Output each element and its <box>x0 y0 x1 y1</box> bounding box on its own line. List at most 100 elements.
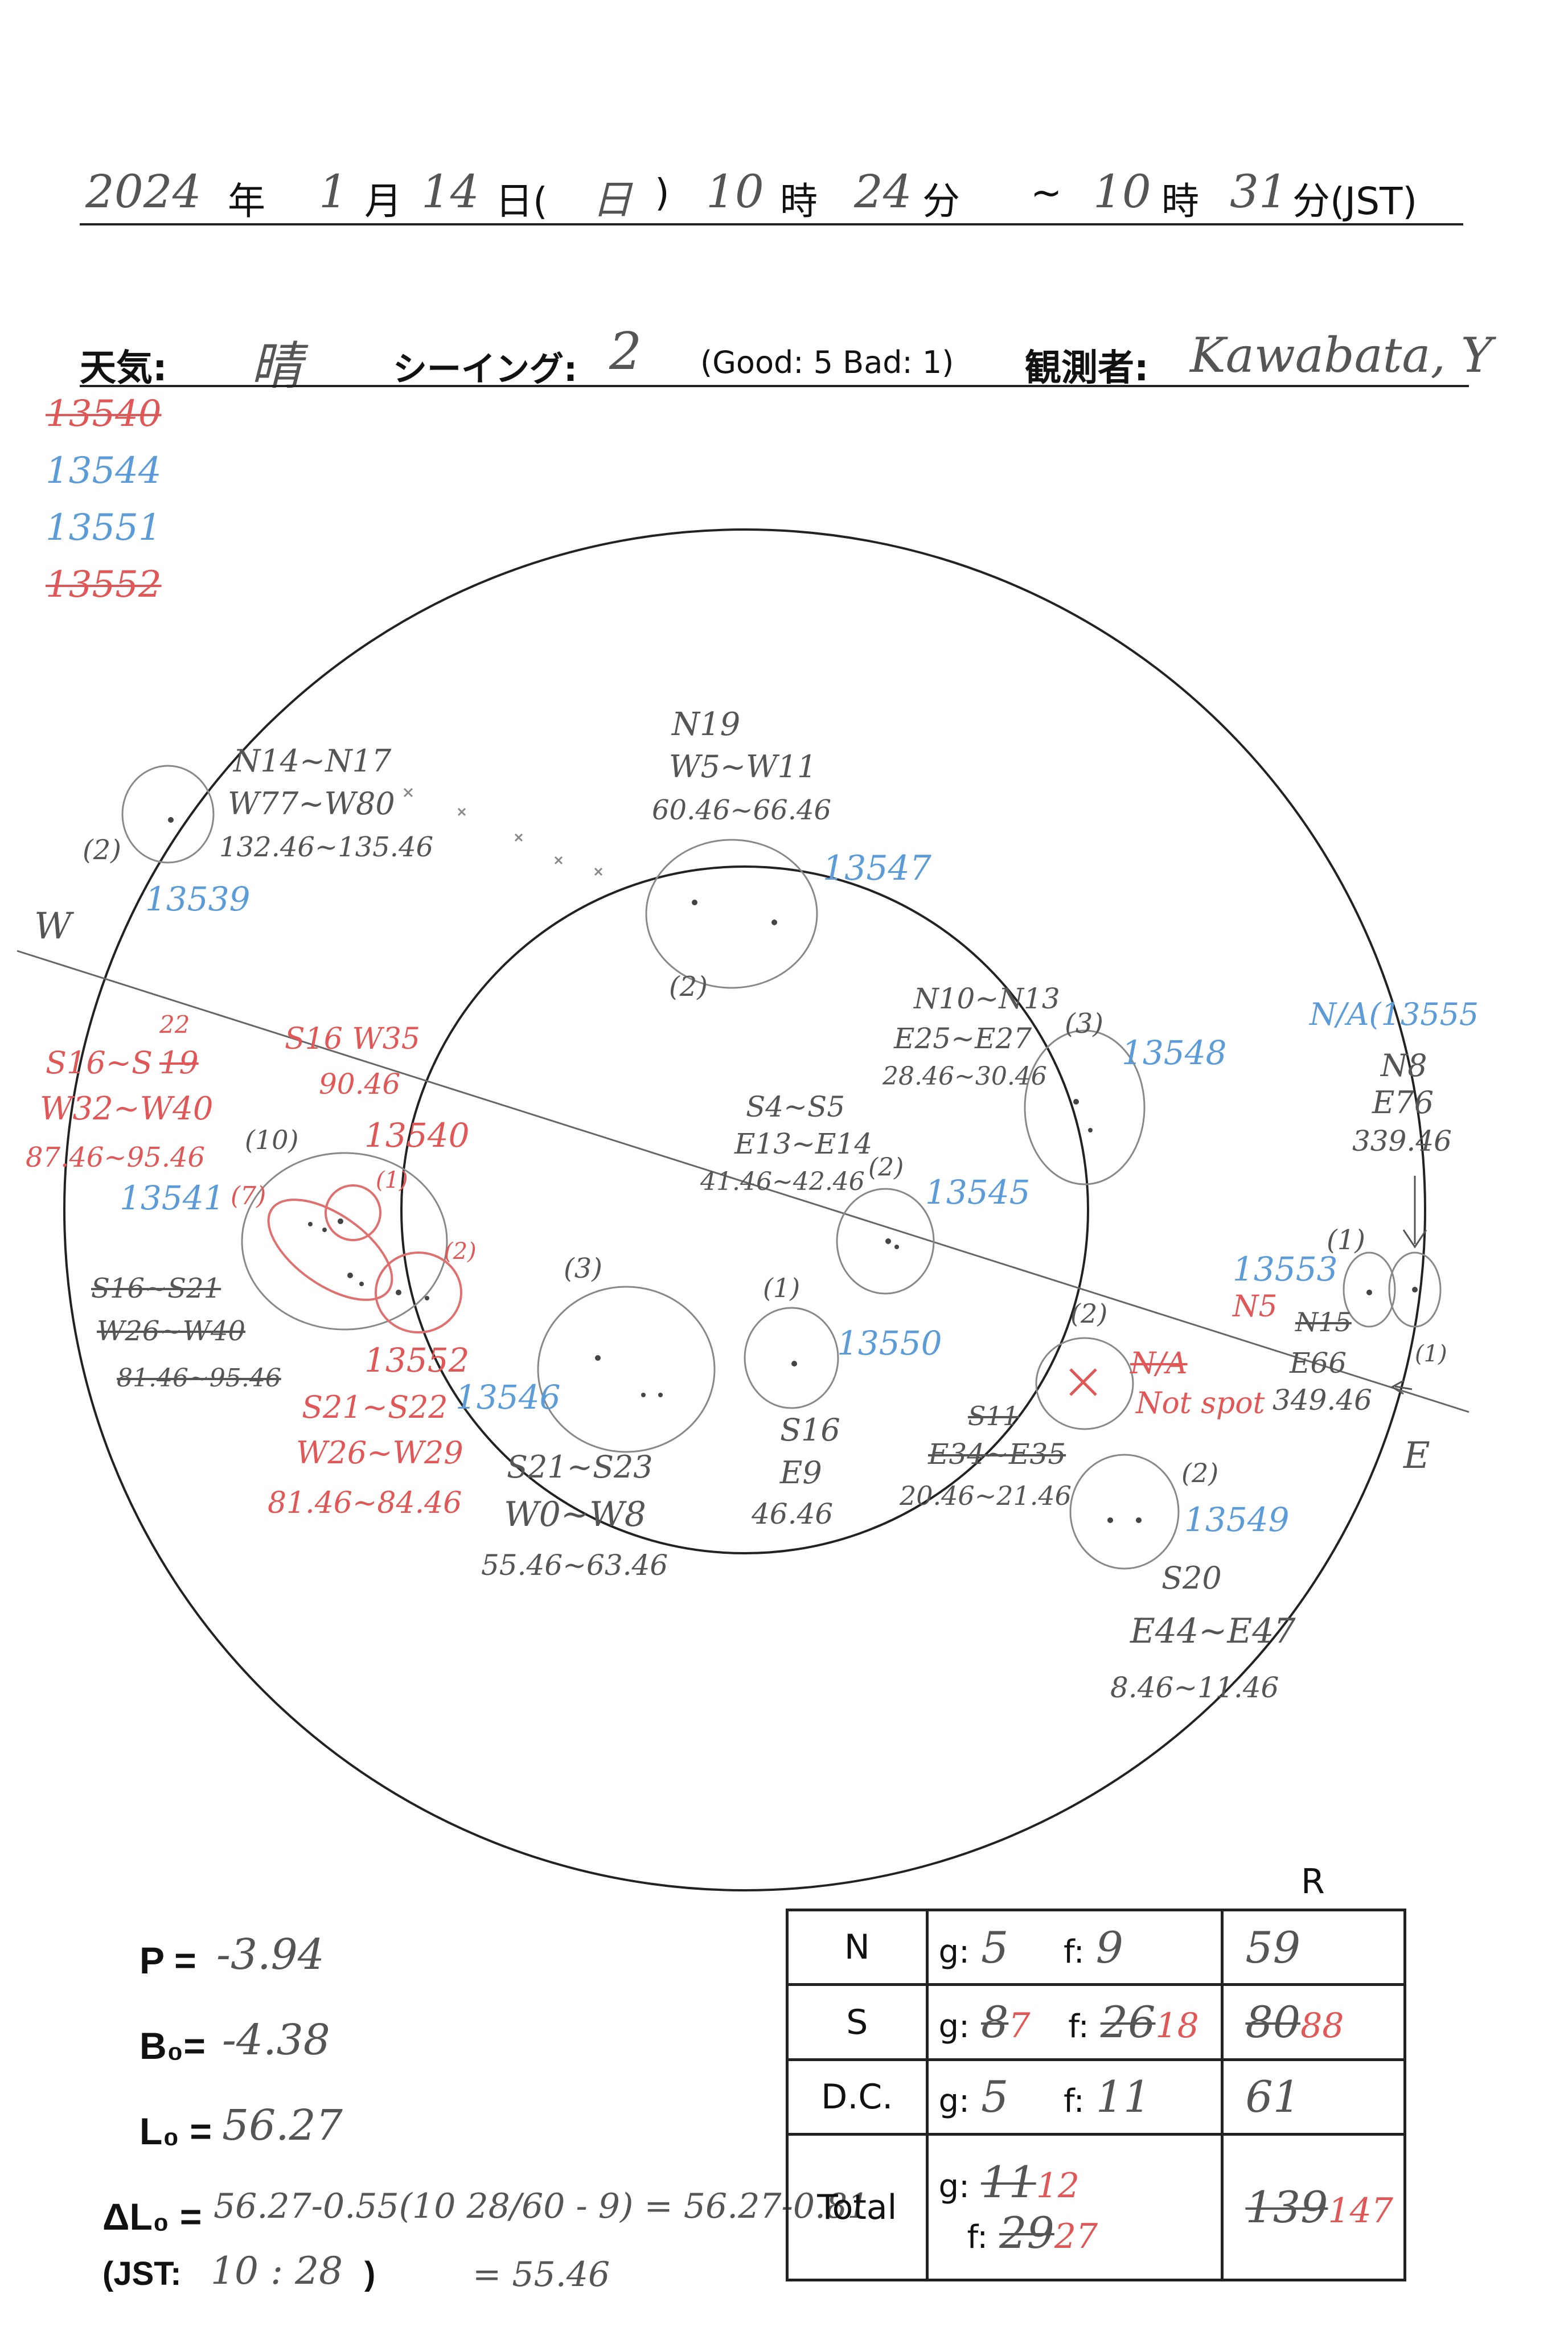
f-value: 9 <box>1095 1922 1123 1973</box>
r-cell: 59 <box>1221 1908 1406 1987</box>
group-outline-13545 <box>836 1188 935 1295</box>
row-label: S <box>786 1983 929 2061</box>
g-value-struck: 8 <box>980 1997 1009 2048</box>
month-value: 1 <box>319 165 348 218</box>
outer-disk-circle <box>63 528 1426 1891</box>
group-outline-13548 <box>1024 1029 1146 1185</box>
region-list-item: 13551 <box>46 507 162 549</box>
jst-value: 10 : 28 <box>211 2249 343 2293</box>
pointer-arrows <box>1390 1176 1427 1395</box>
spot-count: (2) <box>1070 1298 1108 1329</box>
latitude: S21~S23 <box>507 1449 653 1485</box>
carrington-range: 60.46~66.46 <box>652 794 832 826</box>
group-outline-13541-inner <box>267 1199 393 1301</box>
carrington-range: 20.46~21.46 <box>900 1480 1072 1511</box>
latitude-corrected: N5 <box>1233 1290 1278 1324</box>
seeing-label: シーイング: <box>393 350 577 389</box>
region-number: 13546 <box>455 1378 561 1417</box>
longitude: W5~W11 <box>669 749 817 785</box>
p-value: -3.94 <box>216 1930 325 1979</box>
longitude: W26~W29 <box>296 1435 463 1471</box>
g-value: 12 <box>1036 2165 1080 2206</box>
f-label: f: <box>967 2218 988 2256</box>
carrington-range: 41.46~42.46 <box>700 1167 865 1196</box>
spot-count-outer: (10) <box>245 1125 299 1155</box>
g-value-struck: 11 <box>980 2156 1036 2207</box>
seeing-value: 2 <box>609 322 642 381</box>
day-unit: 日( <box>495 179 548 223</box>
carrington-range: 46.46 <box>752 1497 834 1530</box>
f-value-struck: 29 <box>999 2207 1054 2258</box>
r-value: 147 <box>1328 2191 1393 2231</box>
west-label: W <box>34 905 72 947</box>
latitude: N10~N13 <box>914 982 1060 1015</box>
region-number: 13539 <box>145 880 251 918</box>
r-cell: 139147 <box>1221 2133 1406 2281</box>
group-outline-13539 <box>121 765 215 864</box>
region-number: 13553 <box>1233 1250 1338 1288</box>
region-number: 13545 <box>925 1173 1031 1212</box>
scatter-x-marks <box>403 787 603 876</box>
f-value: 11 <box>1095 2071 1151 2123</box>
carrington-range: 8.46~11.46 <box>1110 1671 1279 1704</box>
start-hour-value: 10 <box>706 165 764 218</box>
latitude: S20 <box>1161 1560 1222 1596</box>
p-label: P = <box>139 1939 196 1981</box>
g-label: g: <box>938 2083 970 2120</box>
f-label: f: <box>1068 2008 1089 2046</box>
jst-close: ) <box>364 2255 376 2292</box>
table-row: Total g:1112 f:2927 139147 <box>786 2133 1406 2281</box>
group-outline-13547 <box>645 839 818 989</box>
row-label: D.C. <box>786 2058 929 2136</box>
end-hour-value: 10 <box>1093 165 1151 218</box>
dl0-result: = 55.46 <box>473 2255 610 2295</box>
end-hour-unit: 時 <box>1161 179 1199 223</box>
not-spot-x-mark <box>1069 1368 1097 1396</box>
weekday-close: ) <box>655 171 670 215</box>
row-label: Total <box>786 2133 929 2281</box>
not-spot-note: Not spot <box>1136 1386 1265 1421</box>
table-row: D.C. g: 5 f: 11 61 <box>786 2058 1406 2136</box>
g-value: 7 <box>1008 2006 1031 2046</box>
carrington-range: 339.46 <box>1352 1125 1452 1158</box>
spot-count: (1) <box>376 1167 408 1193</box>
longitude: E13~E14 <box>734 1127 873 1160</box>
gf-cell: g: 5 f: 11 <box>925 2058 1224 2136</box>
position: S16 W35 <box>285 1022 420 1056</box>
f-label: f: <box>1064 2083 1085 2120</box>
longitude: E76 <box>1372 1085 1434 1121</box>
latitude: S16 <box>780 1412 840 1448</box>
f-value: 27 <box>1054 2216 1098 2256</box>
region-number: 13548 <box>1122 1033 1227 1072</box>
old-latitude: S16~S21 <box>91 1273 221 1304</box>
b0-value: -4.38 <box>222 2016 330 2065</box>
observer-label: 観測者: <box>1025 347 1149 389</box>
carrington-range: 349.46 <box>1273 1384 1372 1417</box>
g-label: g: <box>938 2008 970 2046</box>
f-value: 18 <box>1155 2006 1199 2046</box>
group-outline-13540 <box>325 1184 381 1241</box>
region-number: N/A <box>1130 1347 1188 1381</box>
latitude: S4~S5 <box>746 1090 845 1123</box>
r-value: 59 <box>1245 1922 1301 1973</box>
latitude-corrected: 22 <box>159 1011 190 1039</box>
group-outline-13552 <box>375 1251 462 1333</box>
latitude: N19 <box>672 706 741 743</box>
g-value: 5 <box>980 2071 1009 2123</box>
dl0-label: ΔL₀ = <box>102 2195 202 2238</box>
r-cell: 61 <box>1221 2058 1406 2136</box>
latitude: S16~S <box>46 1045 153 1081</box>
r-value-struck: 139 <box>1245 2182 1328 2233</box>
row-label: N <box>786 1908 929 1987</box>
r-value: 88 <box>1300 2006 1344 2046</box>
group-outline-13546 <box>537 1286 716 1453</box>
latitude: S11 <box>968 1401 1020 1431</box>
spot-count: (2) <box>83 834 121 866</box>
spot-count: (3) <box>1065 1008 1103 1040</box>
spot-count: (3) <box>564 1253 602 1284</box>
region-list-item: 13552 <box>46 564 162 606</box>
region-list-item: 13544 <box>46 450 162 492</box>
year-value: 2024 <box>85 165 202 218</box>
region-number: 13540 <box>364 1116 470 1155</box>
